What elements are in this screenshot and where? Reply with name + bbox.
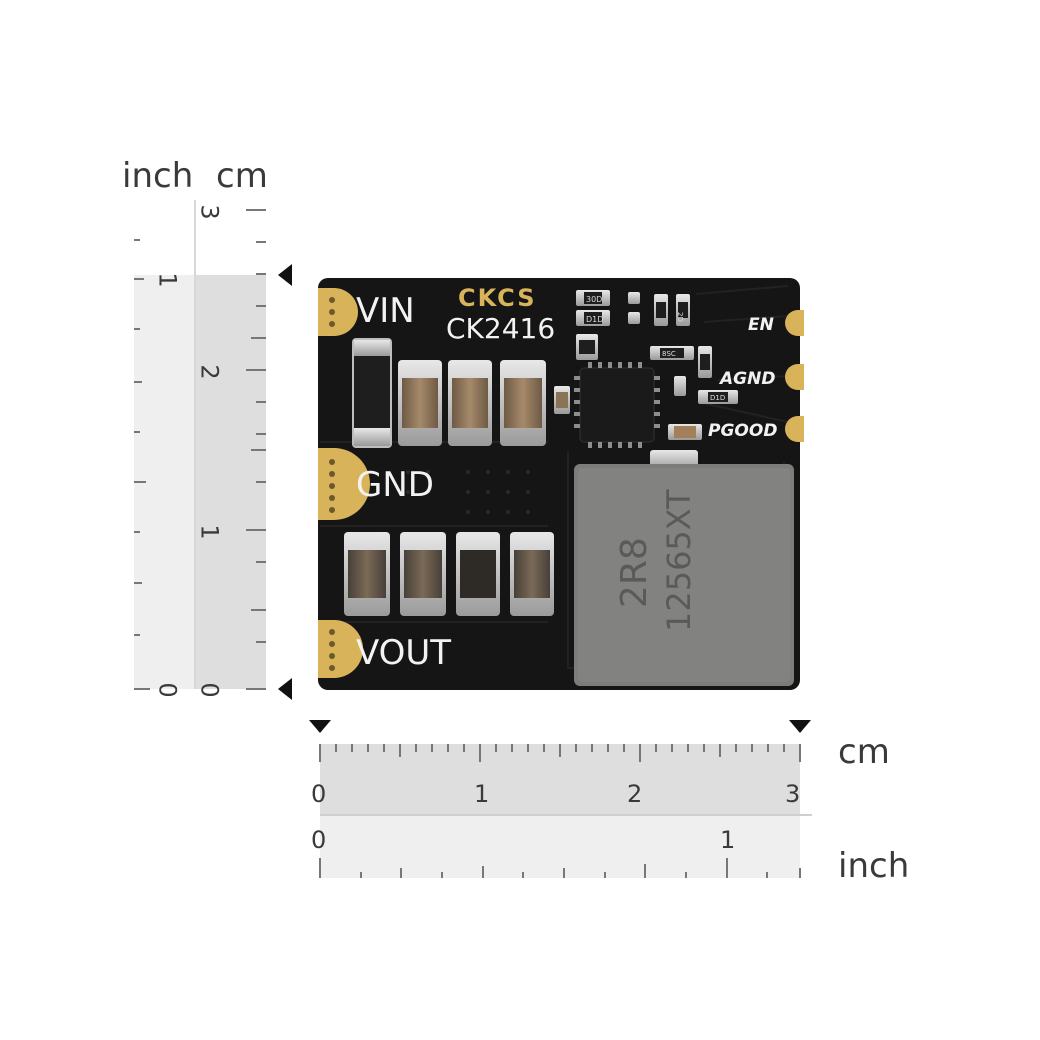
inch-unit-label-vertical: inch	[122, 156, 194, 196]
vertical-ruler-ticks	[134, 209, 266, 690]
code-8sc: 8SC	[662, 350, 676, 358]
cm-unit-label-vertical: cm	[216, 156, 268, 196]
pin-label-pgood: PGOOD	[708, 421, 777, 441]
h-inch-label-1: 1	[720, 826, 736, 854]
pin-label-vout: VOUT	[356, 633, 451, 673]
h-cm-label-0: 0	[311, 780, 327, 808]
power-inductor: 2R8 12565XT	[574, 464, 794, 686]
v-cm-label-3: 3	[195, 204, 224, 220]
code-d1d-2: D1D	[710, 394, 725, 402]
output-capacitors	[344, 532, 554, 616]
h-cm-label-1: 1	[474, 780, 490, 808]
v-cm-label-2: 2	[195, 364, 224, 380]
code-30d: 30D	[586, 295, 602, 304]
inch-unit-label-horizontal: inch	[838, 846, 910, 886]
v-cm-label-1: 1	[195, 524, 224, 540]
vertical-cm-ruler	[194, 275, 266, 689]
v-inch-label-0: 0	[153, 682, 182, 698]
cm-unit-label-horizontal: cm	[838, 732, 890, 772]
pin-label-agnd: AGND	[718, 369, 775, 389]
v-cm-label-0: 0	[195, 682, 224, 698]
inductor-marking-value: 2R8	[614, 537, 655, 608]
code-d1d: D1D	[586, 315, 603, 324]
inductor-marking-part: 12565XT	[660, 489, 698, 632]
v-inch-label-1: 1	[153, 272, 182, 288]
input-capacitors	[398, 360, 546, 446]
right-edge-marker-icon	[789, 720, 811, 733]
code-2d: 2D	[676, 312, 684, 322]
h-inch-label-0: 0	[311, 826, 327, 854]
brand-logo: CKCS	[458, 284, 536, 312]
left-edge-marker-icon	[309, 720, 331, 733]
bottom-edge-marker-icon	[278, 678, 292, 700]
pcb-board: VIN GND VOUT CKCS CK2416 EN AGND PGOOD	[318, 278, 804, 690]
controller-ic	[574, 362, 660, 448]
right-pins	[785, 310, 804, 442]
h-cm-label-3: 3	[785, 780, 801, 808]
pin-label-en: EN	[748, 315, 774, 335]
pin-label-gnd: GND	[356, 465, 434, 505]
small-passives: 30D D1D 2D 8SC D1D	[576, 290, 738, 440]
horizontal-ruler-ticks	[319, 744, 801, 878]
horizontal-inch-ruler	[320, 816, 800, 878]
left-pins	[318, 288, 370, 678]
model-label: CK2416	[446, 312, 555, 345]
pin-label-vin: VIN	[356, 291, 415, 331]
h-cm-label-2: 2	[627, 780, 643, 808]
input-diode	[352, 338, 392, 448]
top-edge-marker-icon	[278, 264, 292, 286]
